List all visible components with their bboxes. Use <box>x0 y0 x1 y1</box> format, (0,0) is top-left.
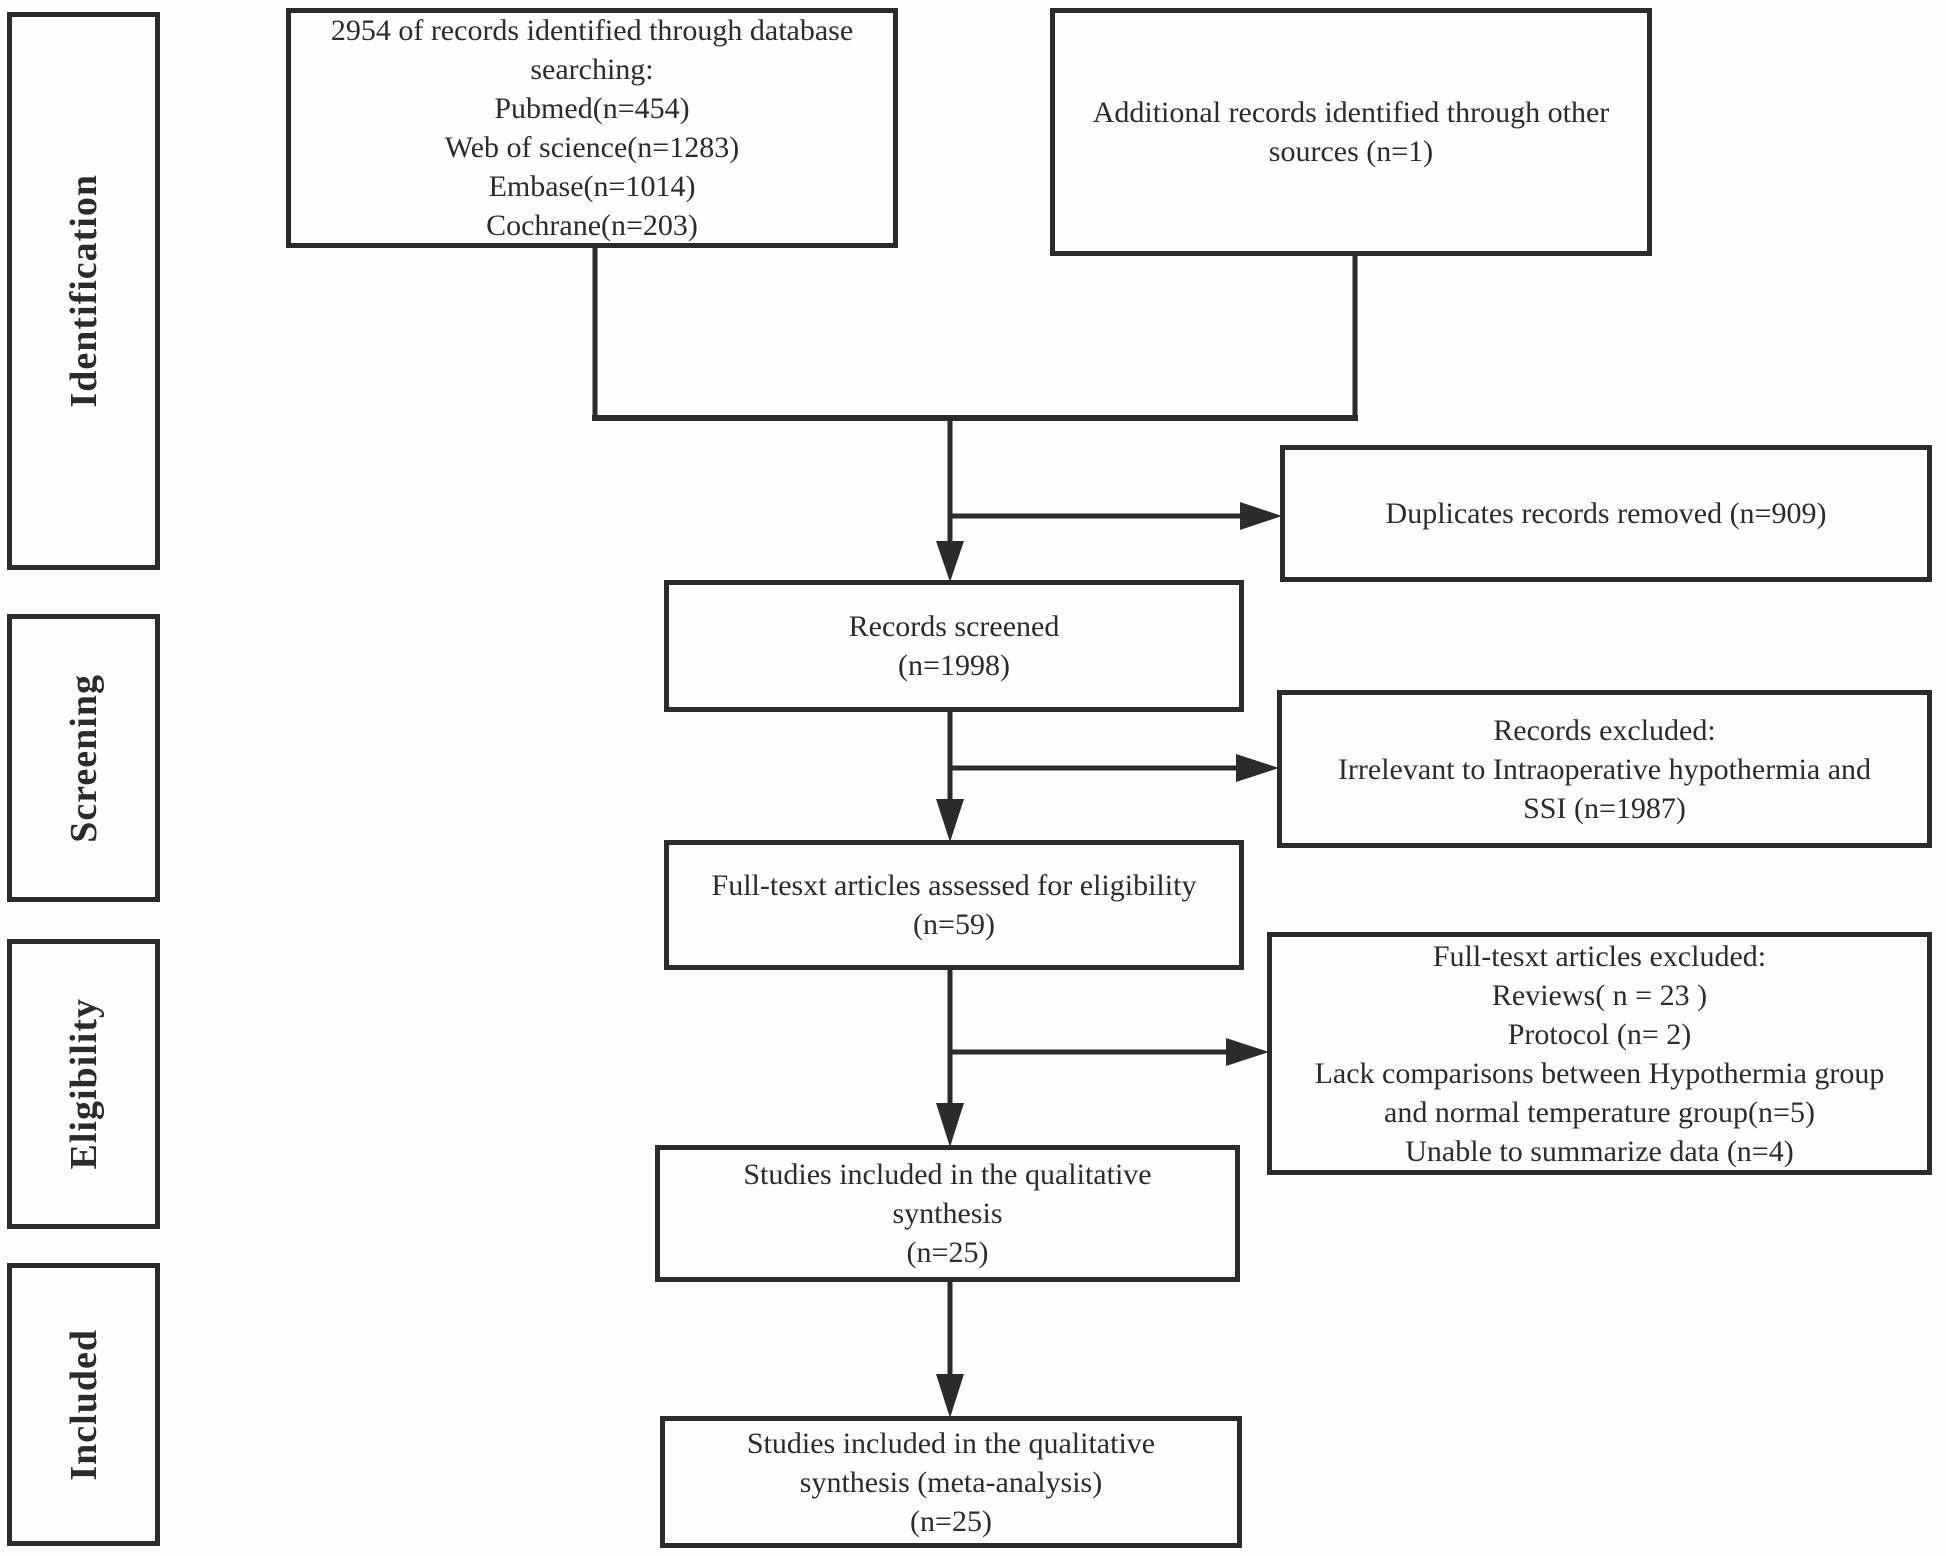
box-records-excluded-text: Records excluded: Irrelevant to Intraope… <box>1337 713 1872 825</box>
box-fulltext-excluded-text: Full-tesxt articles excluded: Reviews( n… <box>1314 939 1885 1168</box>
stage-identification: Identification <box>7 12 160 570</box>
box-additional-records-text: Additional records identified through ot… <box>1092 96 1610 168</box>
box-duplicates-removed: Duplicates records removed (n=909) <box>1280 445 1932 582</box>
box-qualitative-synthesis: Studies included in the qualitative synt… <box>655 1145 1240 1282</box>
box-meta-analysis: Studies included in the qualitative synt… <box>660 1416 1242 1548</box>
arrowhead-to-meta <box>936 1374 964 1418</box>
stage-included-label: Included <box>62 1328 105 1481</box>
arrowhead-to-duplicates <box>1240 502 1282 530</box>
box-records-excluded: Records excluded: Irrelevant to Intraope… <box>1277 690 1932 848</box>
arrowhead-to-qualitative <box>936 1103 964 1147</box>
box-fulltext-assessed-text: Full-tesxt articles assessed for eligibi… <box>711 869 1197 941</box>
arrowhead-to-screened <box>936 541 964 582</box>
stage-eligibility: Eligibility <box>7 939 160 1229</box>
stage-included: Included <box>7 1263 160 1546</box>
stage-eligibility-label: Eligibility <box>62 998 105 1170</box>
box-records-identified-text: 2954 of records identified through datab… <box>330 14 854 242</box>
arrowhead-to-fulltext <box>936 799 964 842</box>
box-duplicates-removed-text: Duplicates records removed (n=909) <box>1385 497 1827 530</box>
box-fulltext-excluded: Full-tesxt articles excluded: Reviews( n… <box>1267 932 1932 1175</box>
box-records-screened: Records screened (n=1998) <box>664 580 1244 712</box>
box-records-identified: 2954 of records identified through datab… <box>286 8 898 248</box>
box-records-screened-text: Records screened (n=1998) <box>848 610 1060 682</box>
stage-identification-label: Identification <box>62 174 105 408</box>
arrowhead-to-fulltext-excluded <box>1226 1038 1269 1066</box>
stage-screening-label: Screening <box>62 673 105 843</box>
box-meta-analysis-text: Studies included in the qualitative synt… <box>746 1426 1156 1538</box>
box-qualitative-synthesis-text: Studies included in the qualitative synt… <box>743 1158 1152 1269</box>
arrowhead-to-excluded <box>1236 754 1279 782</box>
box-fulltext-assessed: Full-tesxt articles assessed for eligibi… <box>664 840 1244 970</box>
stage-screening: Screening <box>7 614 160 902</box>
box-additional-records: Additional records identified through ot… <box>1050 8 1652 256</box>
